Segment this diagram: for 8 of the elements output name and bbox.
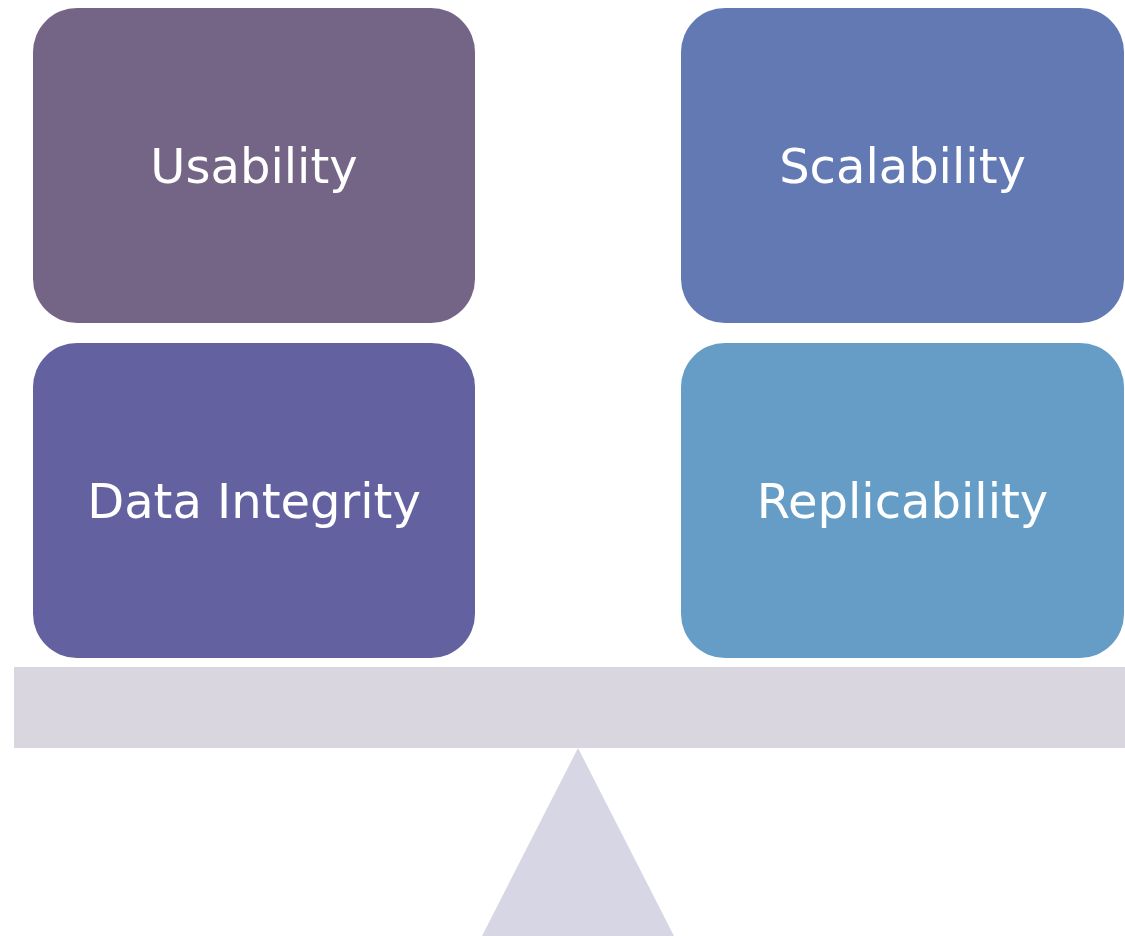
rounded-box	[33, 8, 475, 323]
box-label: Scalability	[779, 137, 1026, 194]
box-label: Data Integrity	[87, 472, 421, 529]
rounded-box	[681, 8, 1124, 323]
box-label: Usability	[150, 137, 358, 194]
rounded-box	[681, 343, 1124, 658]
rounded-box	[33, 343, 475, 658]
box-label: Replicability	[756, 472, 1049, 529]
